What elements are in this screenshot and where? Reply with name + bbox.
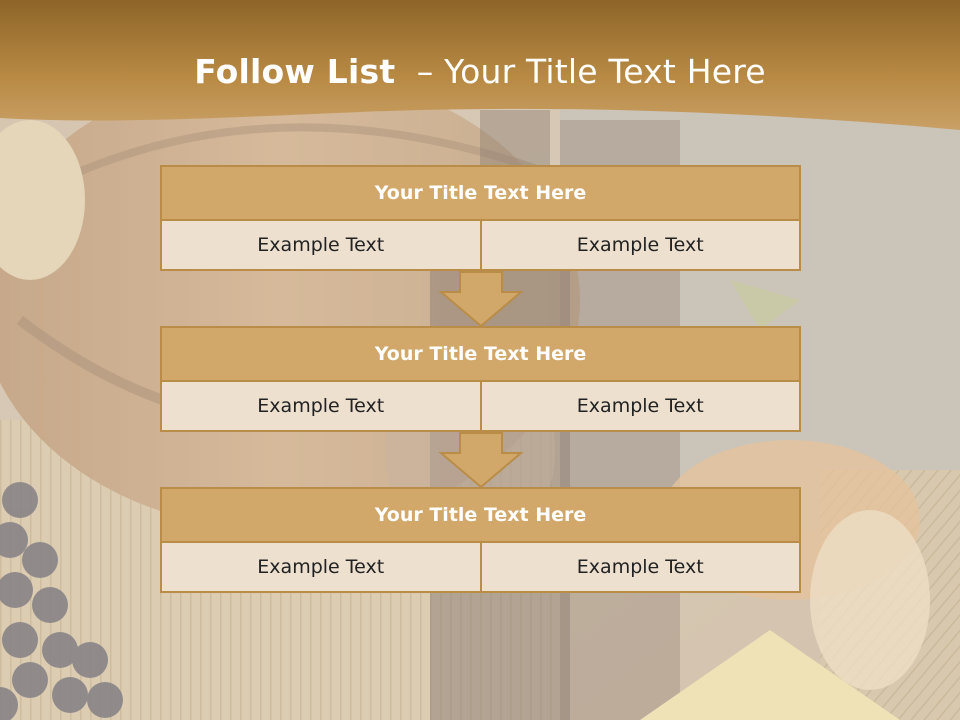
title-bold-part: Follow List	[194, 52, 396, 91]
slide-title: Follow List – Your Title Text Here	[0, 52, 960, 91]
step-title-3: Your Title Text Here	[160, 487, 801, 543]
step-row-2: Example Text Example Text	[160, 382, 801, 432]
title-subtitle-part: – Your Title Text Here	[395, 52, 766, 91]
step-row-1: Example Text Example Text	[160, 221, 801, 271]
down-arrow-icon	[438, 432, 524, 489]
step-2-right-text: Example Text	[479, 382, 800, 430]
step-row-3: Example Text Example Text	[160, 543, 801, 593]
step-block-2: Your Title Text Here Example Text Exampl…	[160, 326, 801, 432]
step-title-1: Your Title Text Here	[160, 165, 801, 221]
step-2-left-text: Example Text	[257, 395, 385, 417]
down-arrow-icon	[438, 271, 524, 328]
step-block-3: Your Title Text Here Example Text Exampl…	[160, 487, 801, 593]
header-band	[0, 0, 960, 130]
step-block-1: Your Title Text Here Example Text Exampl…	[160, 165, 801, 271]
step-1-right-text: Example Text	[479, 221, 800, 269]
step-1-left-text: Example Text	[257, 234, 385, 256]
step-3-left-text: Example Text	[257, 556, 385, 578]
step-title-2: Your Title Text Here	[160, 326, 801, 382]
step-3-right-text: Example Text	[479, 543, 800, 591]
